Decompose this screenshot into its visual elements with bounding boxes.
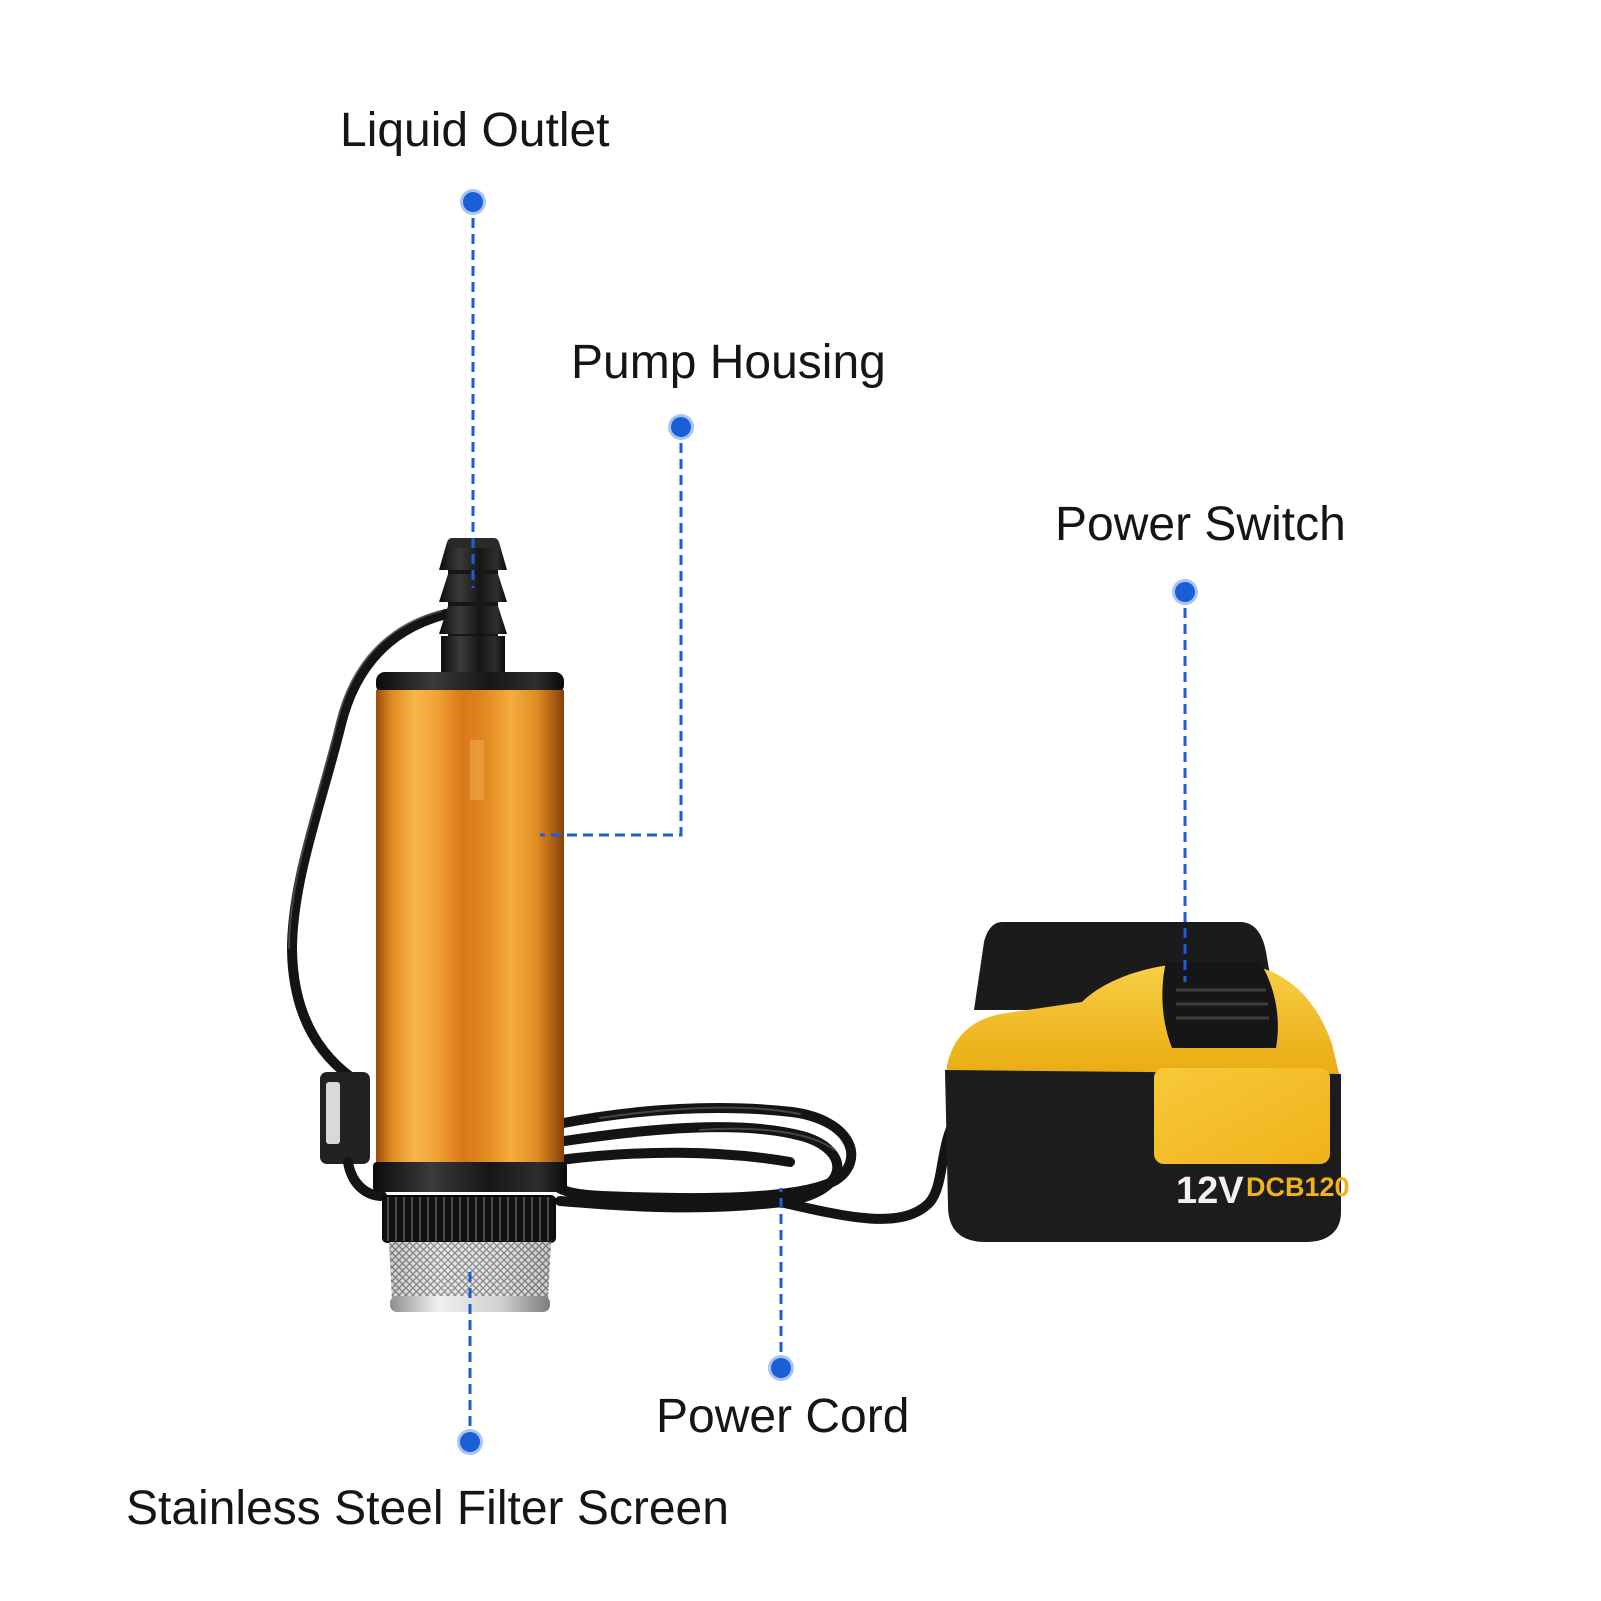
battery-model: DCB120: [1246, 1172, 1350, 1202]
filter-screen-sheen: [389, 1242, 551, 1300]
power-cord-bundle: [551, 1103, 857, 1213]
top-cord: [286, 609, 451, 1083]
power-switch-ridges: [1176, 988, 1269, 1020]
leader-pump-housing: [540, 427, 683, 837]
battery-voltage: 12V: [1176, 1170, 1244, 1212]
dot-power-switch: [1172, 579, 1198, 605]
housing-reflection: [470, 740, 484, 800]
housing-top-cap: [376, 672, 564, 694]
dot-filter-screen: [457, 1429, 483, 1455]
label-power-switch: Power Switch: [1055, 498, 1346, 551]
filter-thread-ring: [383, 1196, 555, 1242]
pump: [373, 538, 567, 1312]
cord-plug: [320, 1072, 387, 1201]
pump-housing: [376, 690, 564, 1166]
dot-liquid-outlet: [460, 189, 486, 215]
label-pump-housing: Pump Housing: [571, 336, 886, 389]
label-liquid-outlet: Liquid Outlet: [340, 104, 610, 157]
dot-power-cord: [768, 1355, 794, 1381]
cord-to-battery: [767, 1103, 967, 1224]
battery-pack: 12V DCB120: [945, 922, 1350, 1242]
dot-pump-housing: [668, 414, 694, 440]
label-power-cord: Power Cord: [656, 1390, 909, 1443]
label-filter-screen: Stainless Steel Filter Screen: [126, 1482, 729, 1535]
housing-bottom-band: [373, 1162, 567, 1192]
battery-label-plate: [1154, 1068, 1330, 1164]
